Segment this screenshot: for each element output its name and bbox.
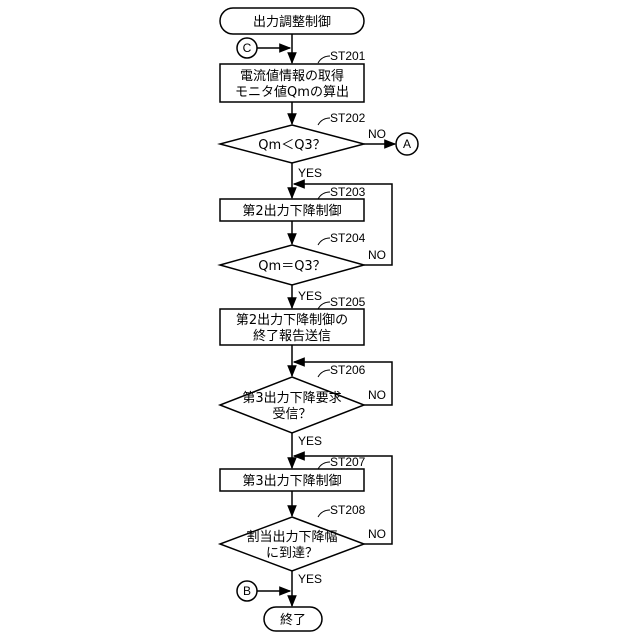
start-label: 出力調整制御 [253, 15, 331, 30]
step-st205-line2: 終了報告送信 [253, 328, 331, 344]
step-st205: ST205 第2出力下降制御の 終了報告送信 [220, 295, 366, 345]
connector-a-label: A [403, 137, 411, 151]
step-st207: ST207 第3出力下降制御 [220, 455, 366, 491]
branch-no-label: NO [368, 527, 386, 541]
end-label: 終了 [280, 612, 306, 628]
step-st201-line2: モニタ値Qmの算出 [235, 84, 349, 100]
connector-c: C [237, 38, 257, 58]
branch-no-label: NO [368, 388, 386, 402]
connector-c-label: C [243, 41, 252, 55]
end-terminal: 終了 [264, 607, 322, 631]
step-st201-line1: 電流値情報の取得 [240, 68, 344, 84]
step-st202-id: ST202 [330, 111, 366, 125]
step-st206-id: ST206 [330, 363, 366, 377]
decision-st208: ST208 割当出力下降幅 に到達？ [220, 503, 366, 571]
branch-no-label: NO [368, 248, 386, 262]
decision-st202: ST202 Qm＜Q3？ [220, 111, 366, 163]
decision-st206: ST206 第3出力下降要求 受信？ [220, 363, 366, 433]
step-st204-text: Qm＝Q3？ [258, 259, 325, 274]
step-st203: ST203 第2出力下降制御 [220, 185, 366, 221]
step-st203-text: 第2出力下降制御 [242, 204, 341, 219]
step-st201-id: ST201 [330, 49, 366, 63]
connector-b: B [237, 581, 257, 601]
step-st202-text: Qm＜Q3？ [258, 138, 325, 153]
step-st208-id: ST208 [330, 503, 366, 517]
step-st208-line1: 割当出力下降幅 [246, 529, 337, 545]
step-st207-text: 第3出力下降制御 [242, 474, 341, 489]
step-st206-line1: 第3出力下降要求 [242, 391, 341, 406]
branch-yes-label: YES [298, 572, 322, 586]
branch-no-label: NO [368, 127, 386, 141]
step-st205-line1: 第2出力下降制御の [236, 313, 348, 328]
branch-yes-label: YES [298, 166, 322, 180]
start-terminal: 出力調整制御 [220, 8, 364, 34]
step-st205-id: ST205 [330, 295, 366, 309]
step-st204-id: ST204 [330, 231, 366, 245]
connector-a: A [396, 133, 418, 155]
connector-b-label: B [243, 584, 251, 598]
step-st206-line2: 受信？ [272, 407, 311, 422]
branch-yes-label: YES [298, 434, 322, 448]
step-st207-id: ST207 [330, 455, 366, 469]
decision-st204: ST204 Qm＝Q3？ [220, 231, 366, 285]
step-st208-line2: に到達？ [266, 546, 318, 561]
step-st203-id: ST203 [330, 185, 366, 199]
branch-yes-label: YES [298, 289, 322, 303]
